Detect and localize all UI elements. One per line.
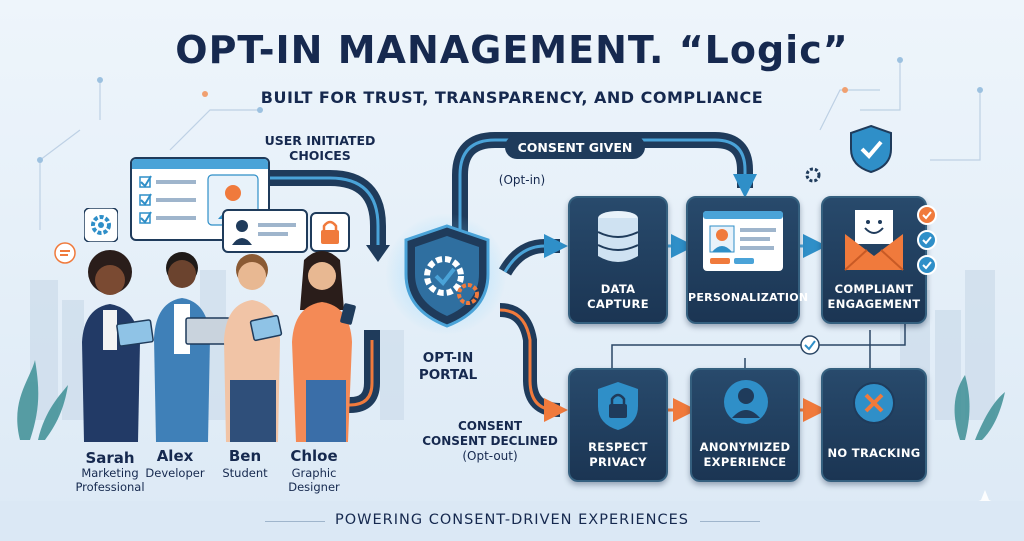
profile-bubble <box>222 209 308 253</box>
user-initiated-label: USER INITIATED CHOICES <box>255 133 385 163</box>
person-name: Ben <box>228 447 262 465</box>
consent-declined-path <box>499 303 568 422</box>
consent-given-pill <box>505 135 645 159</box>
portal-label-line2: PORTAL <box>418 367 478 383</box>
consent-declined-label: CONSENT CONSENT DECLINED (Opt-out) <box>420 419 560 464</box>
person-role: Developer <box>145 466 205 480</box>
people-illustration <box>82 250 356 442</box>
database-icon <box>597 211 639 262</box>
footer-divider-right <box>700 521 760 522</box>
compliant-engagement-card: COMPLIANT ENGAGEMENT <box>821 196 927 324</box>
card-title-line1: DATA <box>600 282 636 296</box>
lock-bubble <box>310 212 350 252</box>
chat-icon <box>54 242 76 264</box>
no-tracking-card: NO TRACKING <box>821 368 927 482</box>
page-subtitle: BUILT FOR TRUST, TRANSPARENCY, AND COMPL… <box>260 88 764 107</box>
card-title-line1: COMPLIANT <box>834 282 914 296</box>
opt-in-label: (Opt-in) <box>498 173 546 187</box>
no-tracking-icon <box>853 382 895 424</box>
lock-icon <box>321 220 339 244</box>
portal-label-line1: OPT-IN <box>422 350 474 366</box>
sarah-figure <box>82 250 154 442</box>
portal-shield-icon <box>404 224 490 328</box>
card-title-line2: PRIVACY <box>589 455 647 469</box>
card-title-line2: CAPTURE <box>587 297 649 311</box>
card-title-line2: EXPERIENCE <box>703 455 787 469</box>
consent-given-label: CONSENT GIVEN <box>517 140 633 155</box>
person-role: Marketing <box>81 466 139 480</box>
check-circles <box>917 205 937 275</box>
user-icon <box>232 220 296 245</box>
anonymized-experience-card: ANONYMIZED EXPERIENCE <box>690 368 800 482</box>
users-to-portal-arrow <box>335 330 380 413</box>
anonymous-user-icon <box>724 380 768 424</box>
card-title-line1: RESPECT <box>588 440 648 454</box>
page-title: OPT-IN MANAGEMENT. “Logic” <box>175 28 849 72</box>
personalization-card: PERSONALIZATION <box>686 196 809 324</box>
user-initiated-text: USER INITIATED <box>264 133 376 148</box>
envelope-icon <box>844 210 904 271</box>
portal-label: OPT-IN PORTAL <box>408 350 488 384</box>
respect-privacy-card: RESPECT PRIVACY <box>568 368 668 482</box>
opt-out-text: (Opt-out) <box>462 449 518 463</box>
window-titlebar <box>132 159 268 169</box>
person-name: Chloe <box>290 447 338 465</box>
card-title-line2: ENGAGEMENT <box>827 297 921 311</box>
person-name: Alex <box>156 447 194 465</box>
gear-icon <box>84 208 118 242</box>
choices-text: CHOICES <box>289 148 351 163</box>
consent-declined-text: CONSENT DECLINED <box>422 434 558 448</box>
person-role: Student <box>222 466 268 480</box>
card-title-line1: PERSONALIZATION <box>688 291 809 304</box>
ben-figure <box>224 254 283 442</box>
shield-lock-icon <box>598 382 638 430</box>
person-role: Professional <box>75 480 145 494</box>
person-role: Designer <box>288 480 340 494</box>
data-capture-card: DATA CAPTURE <box>568 196 668 324</box>
alex-figure <box>154 252 231 442</box>
chloe-figure <box>292 251 356 442</box>
footer-band <box>0 501 1024 541</box>
footer-tagline: POWERING CONSENT-DRIVEN EXPERIENCES <box>335 512 689 528</box>
shield-check-icon <box>850 124 892 174</box>
portal-to-data-capture-arrow <box>498 234 568 276</box>
card-title-line1: ANONYMIZED <box>699 440 791 454</box>
small-gear-icon <box>805 167 821 183</box>
user-choice-arrow <box>270 170 390 262</box>
person-name: Sarah <box>85 449 135 467</box>
card-title-line1: NO TRACKING <box>827 446 921 460</box>
footer-divider-left <box>265 521 325 522</box>
profile-card-icon <box>703 211 783 271</box>
person-role: Graphic <box>291 466 337 480</box>
consent-text: CONSENT <box>457 419 523 433</box>
